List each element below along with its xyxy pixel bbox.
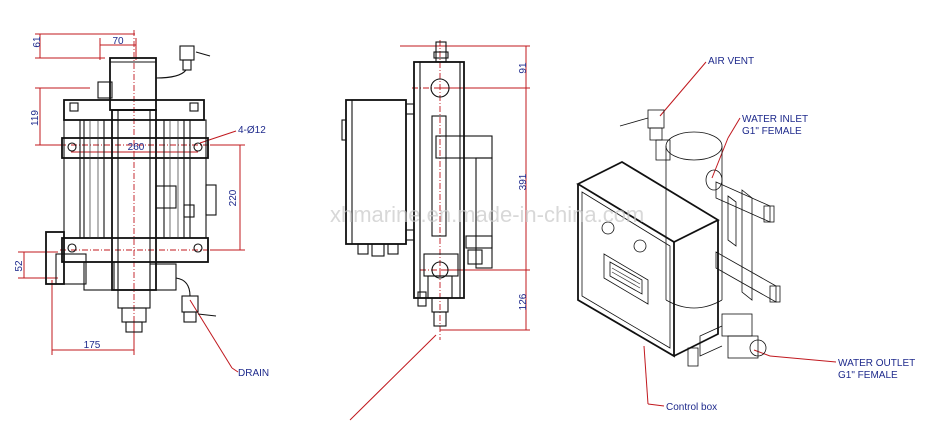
dim-126: 126	[518, 293, 529, 310]
side-view	[341, 40, 530, 421]
dim-119: 119	[30, 110, 41, 126]
dim-52: 52	[14, 260, 25, 272]
label-water-inlet: WATER INLET	[742, 114, 808, 125]
label-water-outlet: WATER OUTLET	[838, 358, 915, 369]
dim-175: 175	[84, 340, 101, 351]
dim-61: 61	[32, 36, 43, 48]
label-water-inlet-size: G1" FEMALE	[742, 126, 802, 137]
isometric-view	[576, 61, 837, 407]
front-view	[18, 30, 245, 373]
dim-260: 260	[128, 142, 145, 153]
watermark: xhmarine.en.made-in-china.com	[330, 202, 644, 227]
dim-4012: 4-Ø12	[238, 125, 266, 136]
dim-91: 91	[518, 62, 529, 74]
dim-220: 220	[228, 189, 239, 206]
label-air-vent: AIR VENT	[708, 56, 754, 67]
dim-391: 391	[518, 173, 529, 190]
label-water-outlet-size: G1" FEMALE	[838, 370, 898, 381]
label-drain: DRAIN	[238, 368, 269, 379]
label-control-box: Control box	[666, 402, 717, 413]
dim-70: 70	[112, 36, 124, 47]
